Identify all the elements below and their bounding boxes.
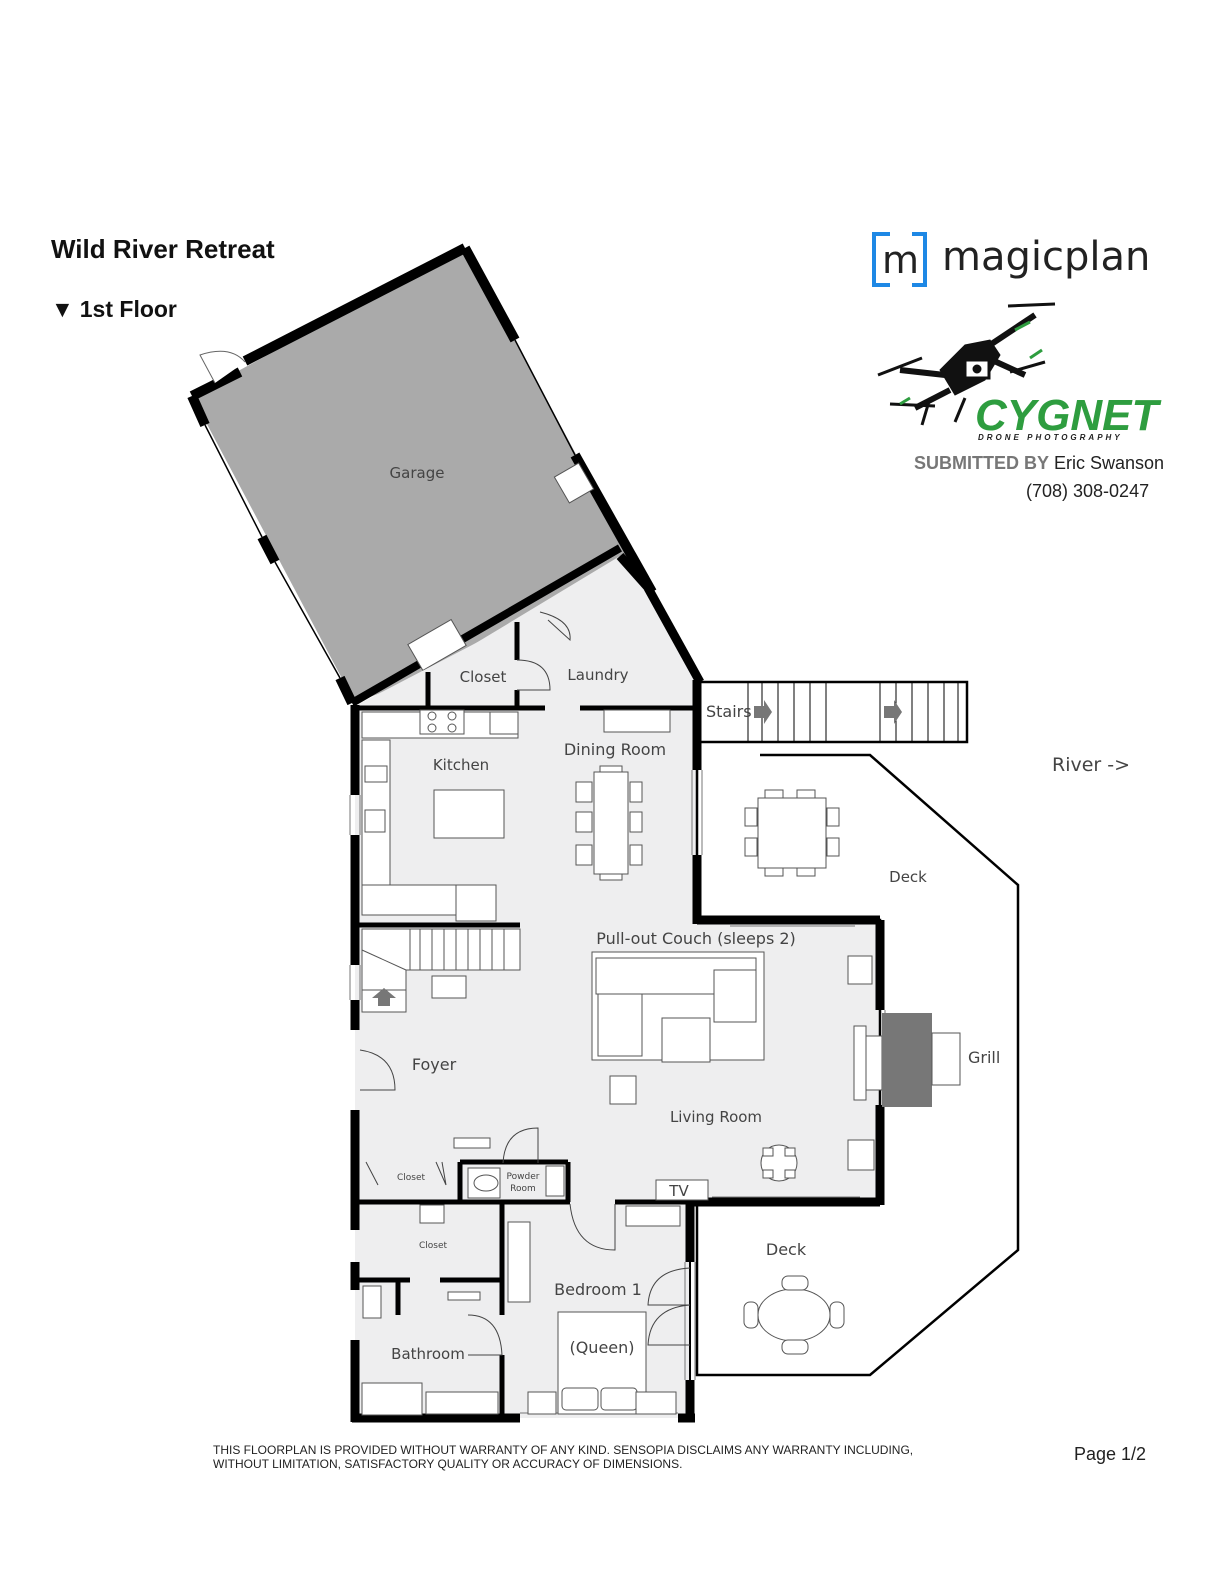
room-label-closet-upper: Closet (460, 668, 507, 686)
room-label-stairs: Stairs (706, 702, 752, 721)
deck-round-table (743, 1275, 845, 1355)
submitter-phone: (708) 308-0247 (1026, 481, 1150, 501)
floor-collapse-icon[interactable]: ▼ (51, 296, 74, 322)
stairs-up-arrow-icon (372, 988, 396, 1006)
disclaimer-text: THIS FLOORPLAN IS PROVIDED WITHOUT WARRA… (213, 1443, 914, 1471)
magicplan-logo-word: magicplan (942, 234, 1151, 280)
river-direction-label: River -> (1052, 754, 1130, 776)
room-label-deck-upper: Deck (889, 868, 927, 886)
room-label-powder-room-2: Room (510, 1184, 536, 1194)
room-label-bathroom: Bathroom (391, 1345, 465, 1363)
room-label-deck-lower: Deck (766, 1240, 807, 1259)
room-label-dining-room: Dining Room (564, 740, 666, 759)
garage-fixture (407, 618, 467, 672)
room-label-laundry: Laundry (567, 666, 628, 684)
room-label-living-room: Living Room (670, 1108, 762, 1126)
page-number: Page 1/2 (1074, 1444, 1147, 1464)
cygnet-tagline: DRONE PHOTOGRAPHY (978, 433, 1123, 442)
motion-lines-icon (899, 320, 1043, 406)
bath-bed-fixtures (361, 1165, 709, 1416)
pull-out-couch-label: Pull-out Couch (sleeps 2) (596, 929, 796, 948)
grill-label: Grill (968, 1048, 1000, 1067)
plan-title: Wild River Retreat (51, 234, 275, 264)
kitchen-fixtures (361, 709, 671, 922)
exterior-stairs (695, 680, 969, 744)
laundry-floor (428, 556, 697, 680)
submitted-by: SUBMITTED BY Eric Swanson (914, 453, 1164, 474)
deck-table (744, 789, 840, 877)
garage-floor (192, 248, 648, 703)
grill-pad (882, 1013, 932, 1107)
room-label-bedroom1: Bedroom 1 (554, 1280, 642, 1299)
room-label-garage: Garage (390, 464, 445, 482)
floor-name: 1st Floor (79, 296, 177, 322)
tv-label: TV (668, 1182, 689, 1200)
garage-door-swing (199, 350, 246, 384)
room-label-closet-lower: Closet (419, 1241, 448, 1251)
floor-label: ▼1st Floor (51, 296, 177, 323)
door-swings (359, 611, 691, 1356)
garage-walls (187, 243, 657, 707)
dining-table (575, 765, 643, 881)
cygnet-drone-logo: CYGNET DRONE PHOTOGRAPHY (877, 302, 1161, 442)
stairs-arrow-icon (754, 700, 772, 724)
garage-fixture (553, 462, 595, 504)
bed-size-label: (Queen) (569, 1338, 634, 1357)
drone-icon (877, 302, 1056, 426)
room-label-closet-foyer: Closet (397, 1173, 426, 1183)
room-label-kitchen: Kitchen (433, 756, 489, 774)
exterior-walls (350, 553, 885, 1423)
magicplan-logo-icon: m (872, 231, 927, 288)
cygnet-wordmark: CYGNET (975, 391, 1161, 440)
stairs-arrow-icon (884, 700, 902, 724)
room-label-powder-room: Powder (507, 1172, 540, 1182)
room-label-foyer: Foyer (412, 1055, 457, 1074)
grill (931, 1032, 961, 1086)
magicplan-logo: m magicplan (872, 231, 1162, 292)
submitter-name: Eric Swanson (1054, 453, 1165, 473)
submitted-by-label: SUBMITTED BY (914, 453, 1049, 473)
interior-stairs (361, 928, 521, 1013)
interior-walls (355, 622, 697, 1418)
living-room-furniture (431, 951, 883, 1182)
